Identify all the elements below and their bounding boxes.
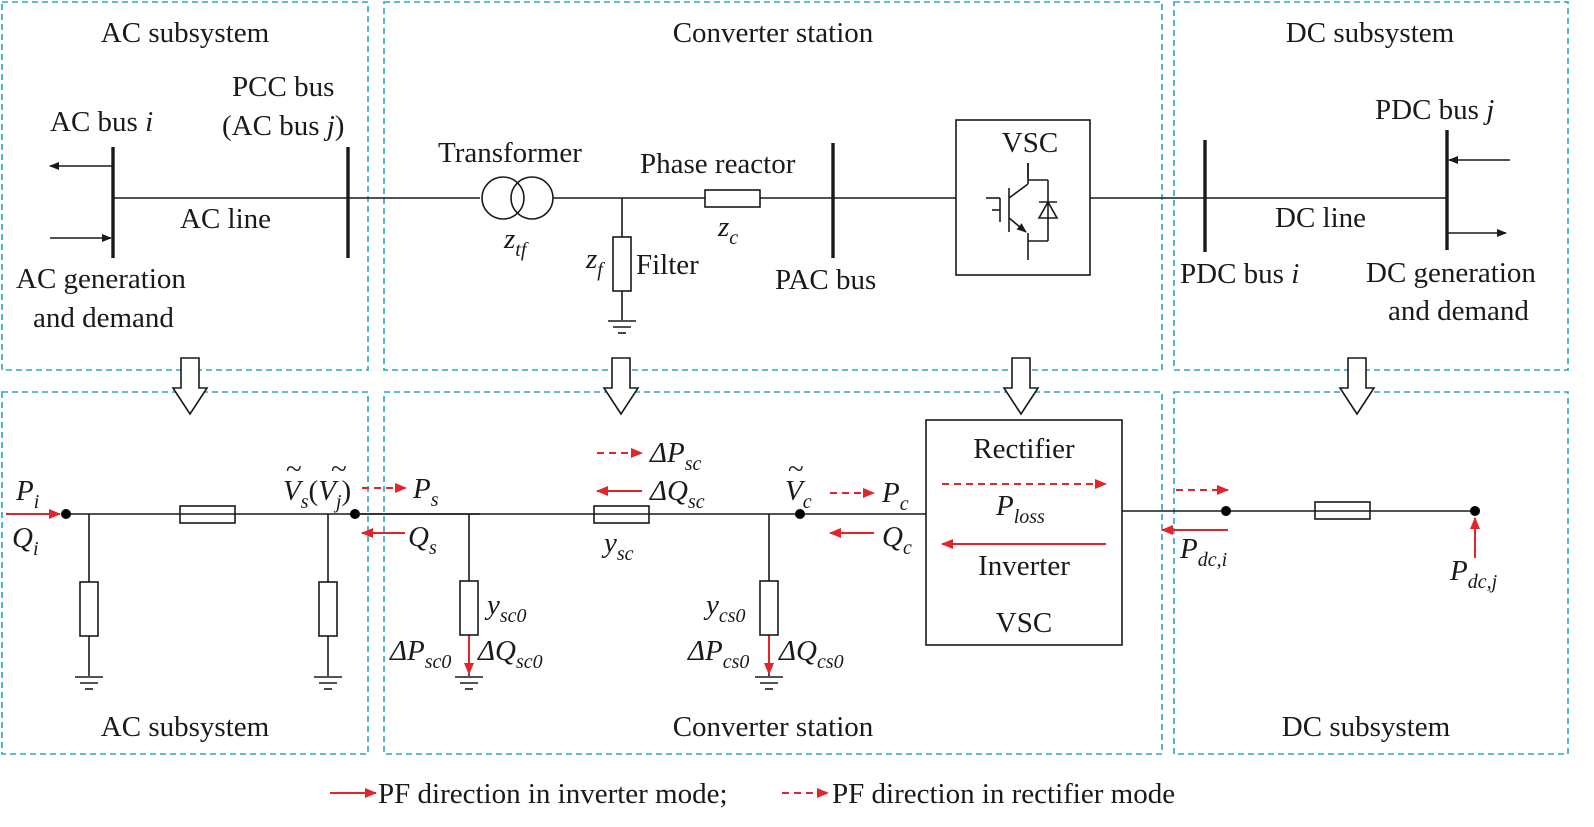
dq-cs0-label: ΔQcs0 (778, 635, 844, 673)
bottom-conv-schematic (355, 419, 1226, 690)
ac-shunt-j (318, 581, 338, 637)
pcc-bus-label-2: (AC bus j) (222, 110, 344, 142)
vsc-bottom-label: VSC (996, 607, 1052, 639)
p-dc-i-label: Pdc,i (1179, 533, 1227, 571)
ac-shunt-i (79, 581, 99, 637)
ac-gen-label-2: and demand (33, 302, 174, 334)
vsc-top-label: VSC (1002, 127, 1058, 159)
inverter-label: Inverter (978, 550, 1070, 582)
filter-impedance (612, 236, 632, 292)
pac-bus-label: PAC bus (775, 264, 876, 296)
dp-cs0-label: ΔPcs0 (687, 635, 749, 673)
y-cs0-label: ycs0 (703, 589, 746, 627)
top-dc-schematic (1203, 130, 1510, 252)
top-conv-box (383, 1, 1163, 371)
ac-gen-label-1: AC generation (16, 263, 186, 295)
filter-label: Filter (636, 249, 699, 281)
transformer-coil-2 (510, 176, 554, 220)
tilde-v-s: ~ (286, 453, 302, 485)
transformer-coil-1 (481, 176, 525, 220)
top-conv-schematic (481, 119, 1205, 334)
node-i (61, 509, 71, 519)
down-arrow-ac (171, 357, 209, 416)
phase-reactor-label: Phase reactor (640, 148, 796, 180)
bottom-dc-box (1173, 391, 1569, 755)
dq-sc-label: ΔQsc (649, 475, 705, 513)
y-sc0-label: ysc0 (484, 589, 527, 627)
hollow-down-arrows (171, 357, 1376, 416)
top-dc-box (1173, 1, 1569, 371)
dc-gen-label-1: DC generation (1366, 257, 1536, 289)
y-sc-impedance (593, 505, 650, 524)
dc-line-label: DC line (1275, 202, 1366, 234)
tilde-v-j: ~ (331, 453, 347, 485)
p-loss-label: Ploss (995, 490, 1045, 528)
q-s-label: Qs (408, 521, 437, 559)
ac-line-impedance (179, 505, 236, 524)
dc-gen-label-2: and demand (1388, 295, 1529, 327)
z-tf-label: ztf (503, 223, 529, 261)
top-dc-title: DC subsystem (1286, 17, 1455, 49)
v-c-label: Vc (785, 475, 812, 513)
legend-inverter-text: PF direction in inverter mode; (378, 778, 728, 810)
v-s-v-j-label: Vs(Vj) (283, 475, 351, 513)
p-dc-j-label: Pdc,j (1449, 555, 1498, 593)
pdc-bus-j-label: PDC bus j (1375, 94, 1494, 126)
p-i-label: Pi (15, 475, 39, 513)
p-c-label: Pc (881, 477, 909, 515)
z-c-label: zc (717, 211, 738, 249)
bottom-dc-title: DC subsystem (1282, 711, 1451, 743)
node-dc-i (1221, 506, 1231, 516)
bottom-ac-box (1, 391, 369, 755)
z-f-label: zf (585, 243, 605, 281)
legend-rectifier-text: PF direction in rectifier mode (832, 778, 1175, 810)
rectifier-label: Rectifier (973, 433, 1075, 465)
bottom-dc-schematic (1161, 485, 1480, 558)
top-ac-title: AC subsystem (101, 17, 270, 49)
top-ac-schematic (49, 147, 480, 258)
ac-bus-i-label: AC bus i (50, 106, 153, 138)
pcc-bus-label: PCC bus (232, 71, 334, 103)
phase-reactor-impedance (704, 189, 761, 208)
dp-sc-label: ΔPsc (649, 437, 702, 475)
pdc-bus-i-label: PDC bus i (1180, 258, 1299, 290)
top-ac-box (1, 1, 369, 371)
bottom-ac-title: AC subsystem (101, 711, 270, 743)
dc-line-impedance (1314, 501, 1371, 520)
dp-sc0-label: ΔPsc0 (389, 635, 451, 673)
down-arrow-conv (602, 357, 640, 416)
top-conv-title: Converter station (673, 17, 874, 49)
transformer-label: Transformer (438, 137, 582, 169)
q-i-label: Qi (12, 522, 39, 560)
node-dc-j (1470, 506, 1480, 516)
tilde-v-c: ~ (788, 453, 804, 485)
y-sc-label: ysc (601, 527, 634, 565)
down-arrow-vsc (1002, 357, 1040, 416)
vsc-block (925, 419, 1123, 646)
y-cs0-shunt (759, 580, 779, 636)
y-sc0-shunt (459, 580, 479, 636)
ac-line-label: AC line (180, 203, 271, 235)
node-c (795, 509, 805, 519)
p-s-label: Ps (412, 473, 439, 511)
down-arrow-dc (1338, 357, 1376, 416)
bottom-conv-title: Converter station (673, 711, 874, 743)
dq-sc0-label: ΔQsc0 (477, 635, 543, 673)
legend: PF direction in inverter mode; PF direct… (330, 778, 1175, 810)
q-c-label: Qc (882, 521, 912, 559)
